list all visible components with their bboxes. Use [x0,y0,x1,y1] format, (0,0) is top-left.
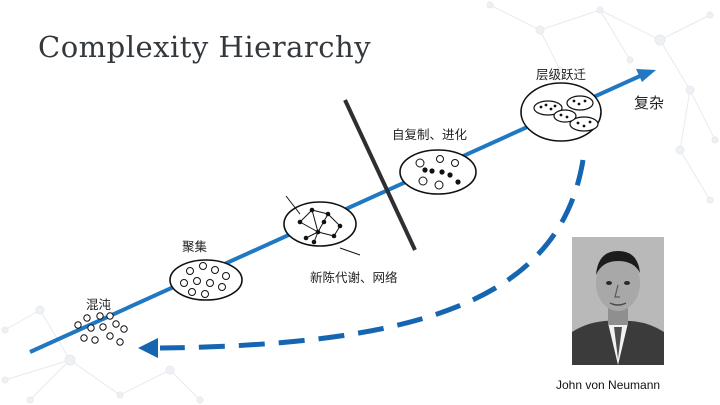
dashed-feedback-arrow [159,159,586,351]
dashed-feedback-arrowhead [138,338,158,358]
label-replication-evolution: 自复制、进化 [392,127,468,142]
portrait-caption: John von Neumann [556,378,661,392]
background-network-bottom-left [1,305,204,404]
network-cluster [283,195,361,256]
replication-cluster [399,149,477,195]
label-metabolism-network: 新陈代谢、网络 [310,270,398,285]
aggregation-cluster [169,259,243,301]
portrait-photo [572,237,664,365]
hierarchy-cluster [520,82,602,142]
label-complex: 复杂 [634,94,665,112]
portrait-illustration [572,237,664,365]
label-chaos: 混沌 [86,297,112,312]
threshold-bar [343,99,417,251]
slide-title: Complexity Hierarchy [38,30,372,64]
chaos-particles [74,312,128,346]
label-hierarchy-leap: 层级跃迁 [536,67,587,82]
background-network-top-right [486,1,719,204]
label-aggregation: 聚集 [182,239,208,254]
complexity-axis-arrowhead [636,69,656,82]
